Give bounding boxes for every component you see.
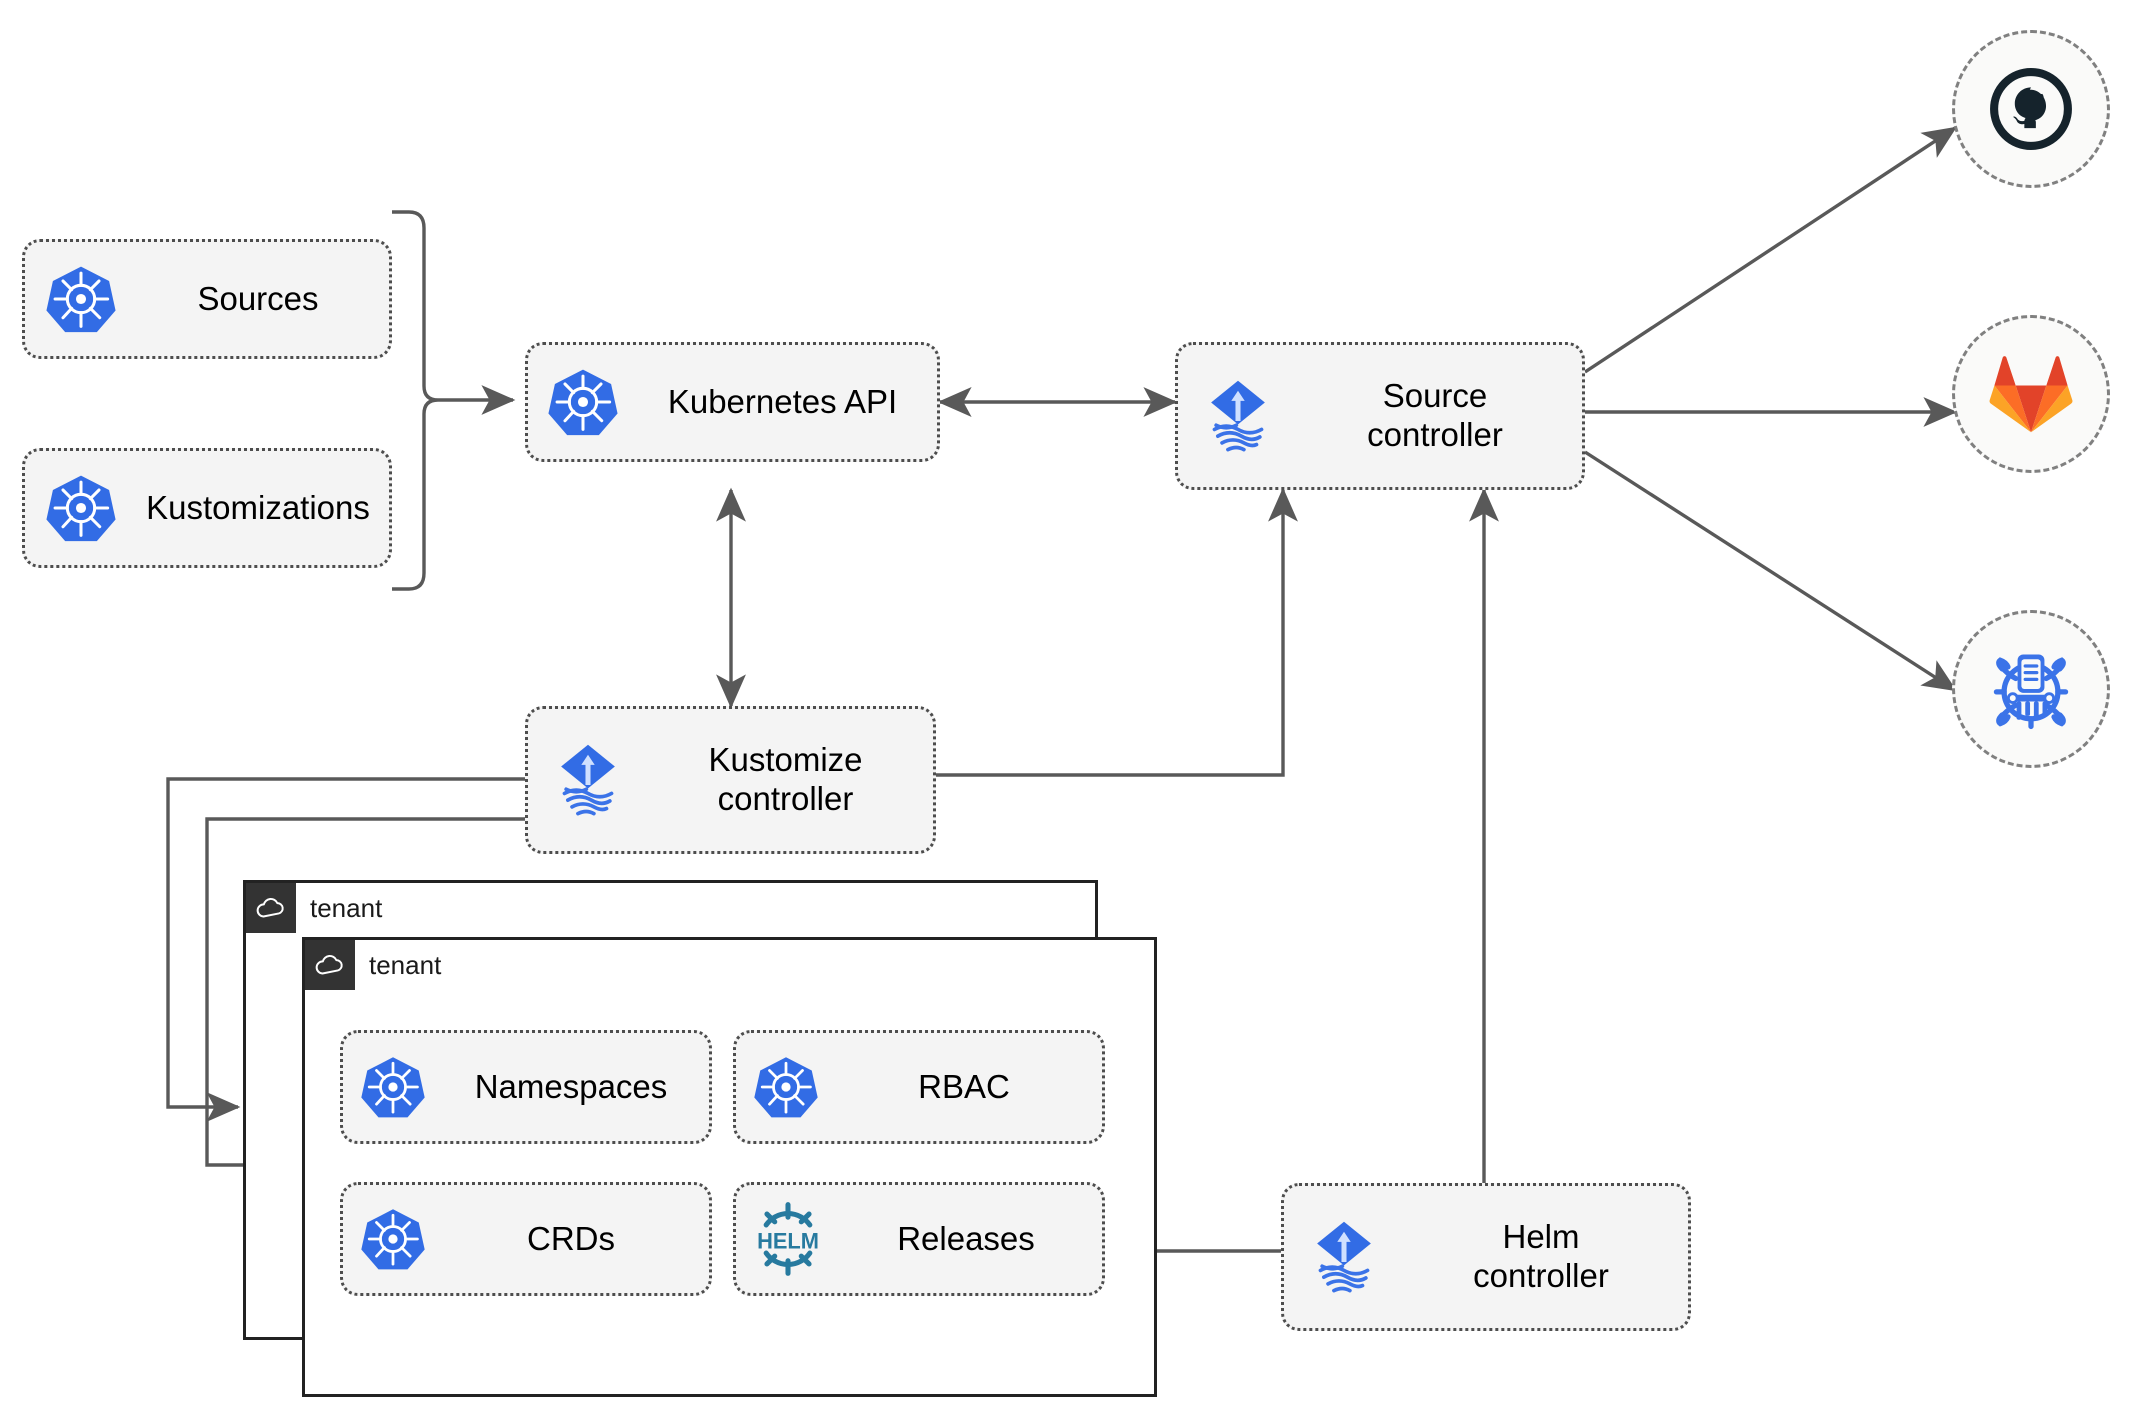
tenant-front[interactable]: tenant xyxy=(302,937,1157,1397)
provider-gitlab[interactable] xyxy=(1952,315,2110,473)
cloud-icon xyxy=(246,883,296,933)
node-kustomize-controller[interactable]: Kustomize controller xyxy=(525,706,936,854)
helm-repository-icon xyxy=(1993,654,2069,730)
flux-icon xyxy=(528,738,648,822)
kubernetes-icon xyxy=(343,1054,443,1120)
provider-helm-repository[interactable] xyxy=(1952,610,2110,768)
node-label: Namespaces xyxy=(474,1067,668,1105)
node-label: Kustomizations xyxy=(146,488,370,526)
kubernetes-icon xyxy=(343,1206,443,1272)
kubernetes-icon xyxy=(528,366,638,438)
node-helm-controller[interactable]: Helm controller xyxy=(1281,1183,1691,1331)
node-source-controller[interactable]: Source controller xyxy=(1175,342,1585,490)
kubernetes-icon xyxy=(25,472,137,544)
flux-icon xyxy=(1178,374,1298,458)
node-label: Kubernetes API xyxy=(667,382,898,420)
edge-source-controller-to-helm-repository xyxy=(1584,450,1958,692)
tenant-label: tenant xyxy=(369,949,442,980)
node-label: Source controller xyxy=(1367,377,1503,453)
helm-icon: HELM xyxy=(736,1200,840,1278)
tenant-titlebar: tenant xyxy=(246,883,382,933)
node-namespaces[interactable]: Namespaces xyxy=(340,1030,712,1144)
node-label: Kustomize controller xyxy=(708,741,863,817)
svg-text:HELM: HELM xyxy=(757,1228,819,1253)
kubernetes-icon xyxy=(25,263,137,335)
node-kubernetes-api[interactable]: Kubernetes API xyxy=(525,342,940,462)
github-icon xyxy=(1990,68,2072,150)
node-label: Helm controller xyxy=(1473,1218,1609,1294)
node-sources[interactable]: Sources xyxy=(22,239,392,359)
node-releases[interactable]: HELM Releases xyxy=(733,1182,1105,1296)
node-kustomizations[interactable]: Kustomizations xyxy=(22,448,392,568)
node-label: Sources xyxy=(197,279,319,317)
node-label: CRDs xyxy=(527,1219,615,1257)
provider-github[interactable] xyxy=(1952,30,2110,188)
tenant-label: tenant xyxy=(310,892,383,923)
tenant-titlebar: tenant xyxy=(305,940,441,990)
gitlab-icon xyxy=(1989,356,2073,433)
edge-kustomize-to-source-controller xyxy=(936,487,1298,777)
node-label: Releases xyxy=(897,1219,1035,1257)
node-crds[interactable]: CRDs xyxy=(340,1182,712,1296)
edge-source-controller-to-github xyxy=(1584,126,1957,374)
kubernetes-icon xyxy=(736,1054,836,1120)
cloud-icon xyxy=(305,940,355,990)
node-label: RBAC xyxy=(918,1067,1010,1105)
node-rbac[interactable]: RBAC xyxy=(733,1030,1105,1144)
edge-resources-bracket xyxy=(392,210,439,591)
flux-icon xyxy=(1284,1215,1404,1299)
